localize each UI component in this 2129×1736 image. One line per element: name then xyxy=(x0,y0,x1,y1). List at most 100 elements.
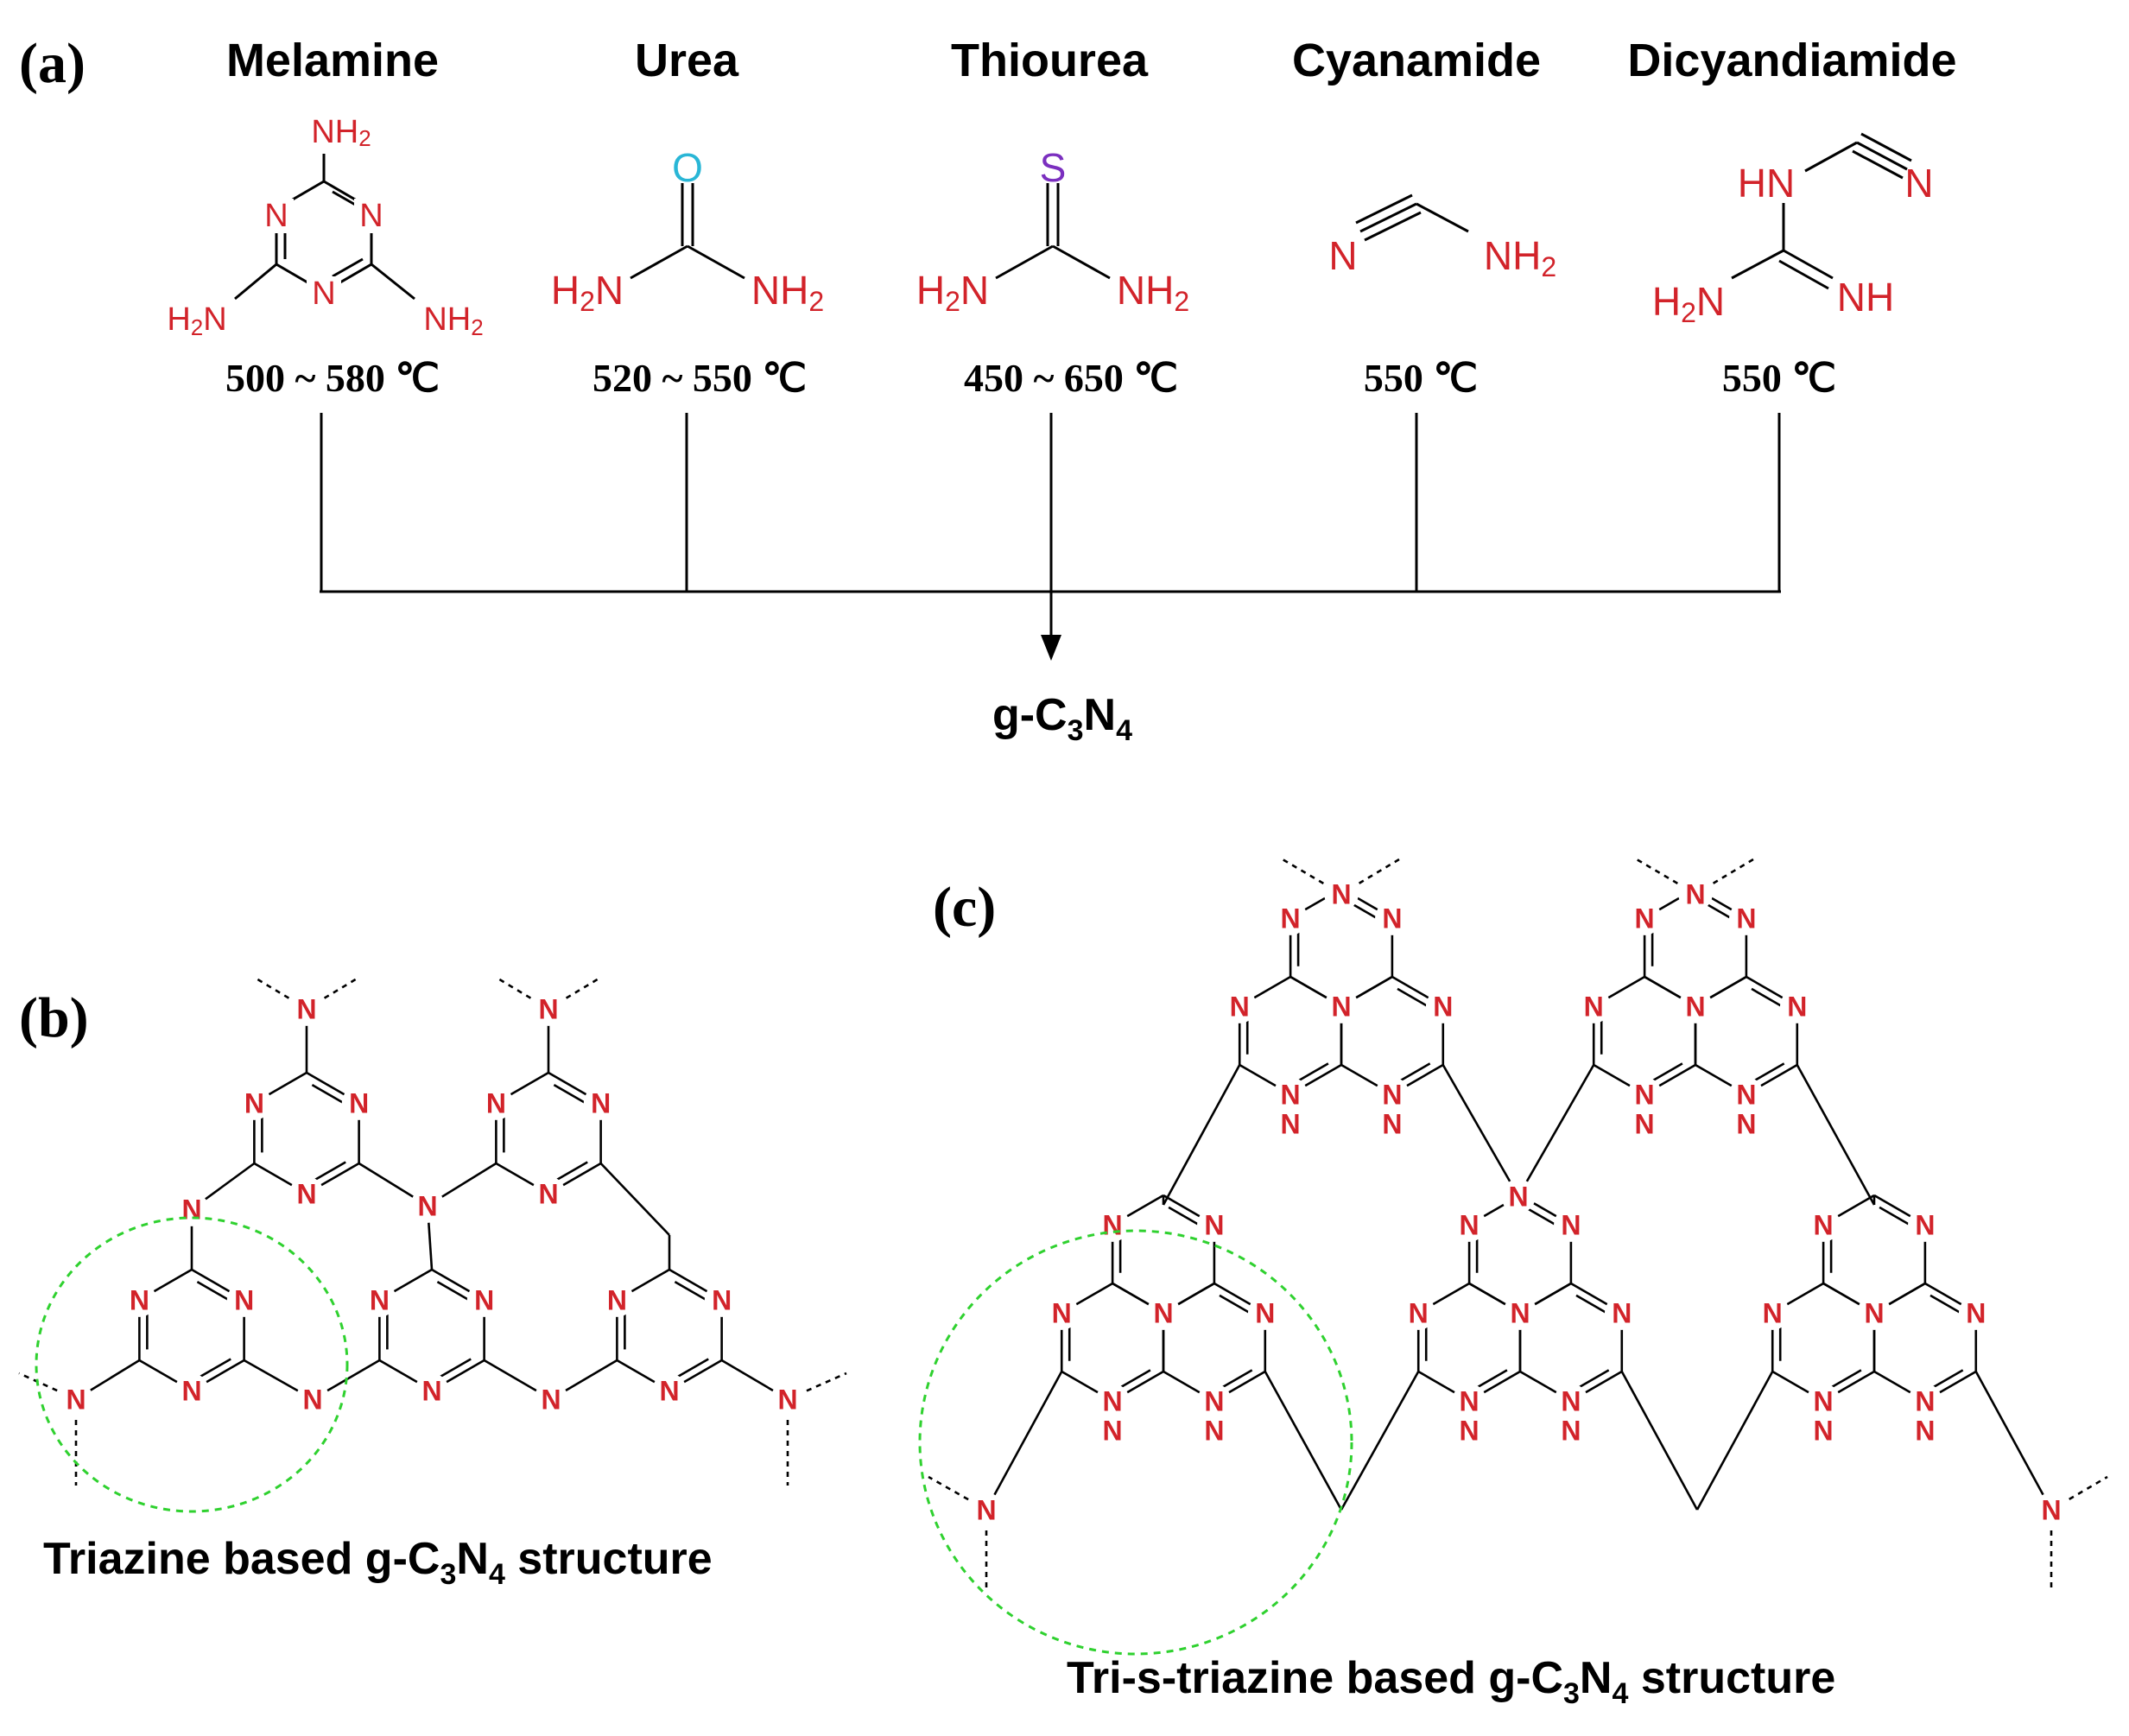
atom-mask xyxy=(478,1086,514,1120)
double-bond xyxy=(1575,1369,1610,1391)
double-bond xyxy=(196,1280,231,1302)
atom-n: N xyxy=(1103,1386,1123,1417)
amine-group: H2N xyxy=(916,268,989,317)
atom-n: N xyxy=(1409,1298,1429,1329)
amine-group: H2N xyxy=(1652,279,1725,328)
bond xyxy=(1340,1371,1420,1511)
atom-n: N xyxy=(181,1194,201,1226)
atom-n: N xyxy=(1814,1210,1834,1241)
atom-mask xyxy=(1806,1207,1841,1242)
panel-b-label: (b) xyxy=(19,986,89,1049)
atom-mask xyxy=(341,1086,377,1120)
atom-mask xyxy=(1806,1384,1841,1418)
temp-dicyandiamide: 550 ℃ xyxy=(1722,356,1836,400)
atom-n: N xyxy=(1635,1109,1655,1140)
double-bond xyxy=(674,1358,709,1380)
panel-c-label: (c) xyxy=(933,876,996,939)
dicyandiamide-structure: HN N H2N NH xyxy=(1652,132,1934,328)
atom-mask xyxy=(1729,1106,1764,1141)
atom-mask xyxy=(1576,989,1612,1023)
atom-mask xyxy=(1678,989,1713,1023)
atom-n: N xyxy=(1103,1210,1123,1241)
atom-mask xyxy=(1729,1077,1764,1112)
atom-n: N xyxy=(312,276,335,312)
atom-mask xyxy=(59,1382,93,1416)
double-bond xyxy=(1649,1062,1683,1084)
double-bond xyxy=(311,1083,346,1106)
bond xyxy=(1974,1371,2053,1511)
atom-n: N xyxy=(607,1285,627,1316)
double-bond xyxy=(311,1161,346,1183)
atom-n: N xyxy=(181,1376,201,1407)
atom-mask xyxy=(1452,1384,1486,1418)
arrow-head xyxy=(1041,635,1061,661)
atom-n: N xyxy=(1382,1109,1402,1140)
atom-n: N xyxy=(1685,992,1705,1023)
atom-n: N xyxy=(1281,1109,1301,1140)
atom-n: N xyxy=(1763,1298,1783,1329)
atom-mask xyxy=(1452,1207,1486,1242)
atom-n: N xyxy=(1915,1416,1935,1447)
atom-n: N xyxy=(66,1384,86,1416)
atom-mask xyxy=(1425,989,1461,1023)
atom-mask xyxy=(969,1492,1004,1527)
atom-n: N xyxy=(1510,1298,1530,1329)
double-bond xyxy=(196,1358,231,1380)
atom-mask xyxy=(1554,1384,1588,1418)
atom-mask xyxy=(1375,1077,1410,1112)
atom-mask xyxy=(1554,1207,1588,1242)
double-bond xyxy=(1751,1062,1785,1084)
double-bond xyxy=(553,1161,588,1183)
atom-mask xyxy=(226,1283,262,1317)
atom-mask xyxy=(1324,877,1359,911)
atom-n: N xyxy=(296,1179,316,1210)
atom-mask xyxy=(1627,1106,1662,1141)
atom-n: N xyxy=(1915,1386,1935,1417)
imine-group: HN xyxy=(1738,161,1795,206)
atom-n: N xyxy=(1904,161,1933,206)
bond xyxy=(1442,1064,1520,1197)
atom-n: N xyxy=(1814,1416,1834,1447)
cyanamide-structure: N NH2 xyxy=(1328,193,1556,282)
double-bond xyxy=(1524,1206,1559,1227)
atom-n: N xyxy=(296,994,316,1025)
atom-n: N xyxy=(1736,1109,1756,1140)
bond xyxy=(1620,1371,1699,1511)
thiourea-structure: S H2N NH2 xyxy=(916,145,1189,317)
double-bond xyxy=(1397,1062,1431,1084)
atom-n: N xyxy=(421,1376,441,1407)
atom-mask xyxy=(770,1382,805,1416)
atom-n: N xyxy=(1561,1416,1581,1447)
atom-n: N xyxy=(538,994,558,1025)
atom-mask xyxy=(531,992,566,1026)
bond xyxy=(1695,1371,1774,1511)
atom-mask xyxy=(652,1373,687,1408)
imine-group: NH xyxy=(1837,275,1894,320)
atom-mask xyxy=(534,1382,568,1416)
amine-group: NH2 xyxy=(1117,268,1189,317)
atom-mask xyxy=(599,1283,635,1317)
atom-n: N xyxy=(349,1088,369,1119)
atom-n: N xyxy=(1433,992,1453,1023)
bond xyxy=(985,1371,1063,1511)
atom-n: N xyxy=(1328,233,1357,278)
atom-mask xyxy=(1501,1179,1536,1213)
atom-mask xyxy=(531,1176,566,1211)
atom-mask xyxy=(2034,1492,2069,1527)
atom-n: N xyxy=(264,198,288,234)
amine-group: H2N xyxy=(167,301,226,340)
atom-n: N xyxy=(302,1384,322,1416)
double-bond xyxy=(1219,1369,1253,1391)
atom-n: N xyxy=(234,1285,254,1316)
atom-n: N xyxy=(1736,903,1756,935)
double-bond xyxy=(1828,1369,1862,1391)
atom-mask xyxy=(1095,1384,1130,1418)
atom-mask xyxy=(1452,1413,1486,1448)
double-bond xyxy=(1575,1294,1610,1315)
atom-mask xyxy=(1273,901,1308,935)
atom-n: N xyxy=(712,1285,732,1316)
atom-n: N xyxy=(1382,903,1402,935)
